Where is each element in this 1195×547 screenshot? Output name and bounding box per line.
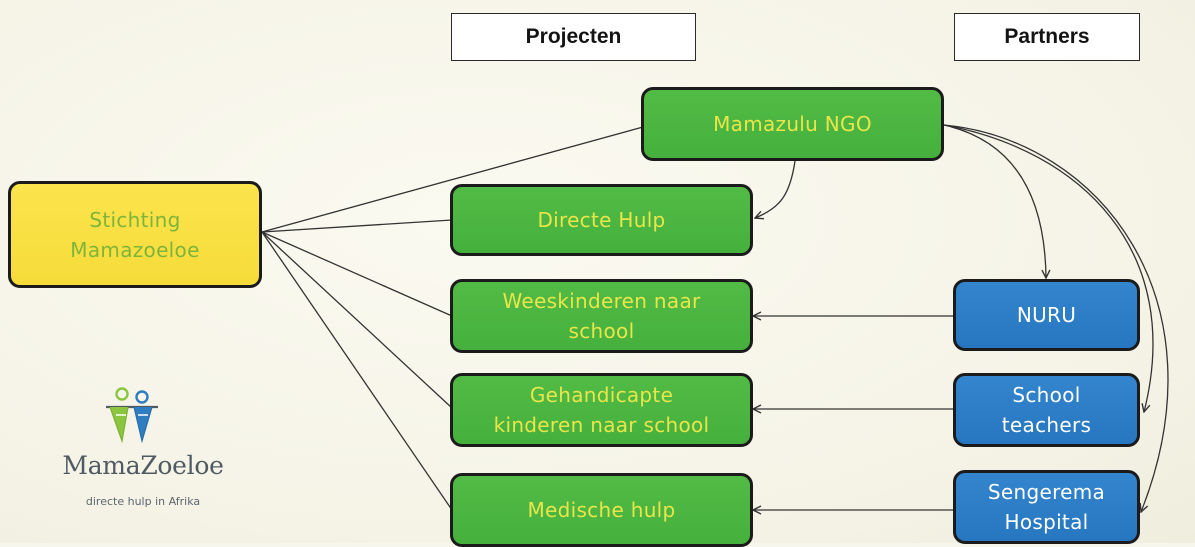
node-stichting-label: Stichting Mamazoeloe	[70, 207, 200, 262]
node-directe-hulp-label: Directe Hulp	[537, 208, 666, 232]
node-mamazulu-ngo-label: Mamazulu NGO	[713, 112, 872, 136]
arrow-ngo-school-teachers	[943, 124, 1154, 412]
two-figures-logo-icon	[106, 387, 158, 444]
node-sengerema-hospital: Sengerema Hospital	[953, 470, 1140, 544]
node-stichting-mamazoeloe: Stichting Mamazoeloe	[8, 181, 262, 288]
connector-stichting-medische-hulp	[261, 231, 453, 511]
mamazoeloe-logo: MamaZoeloe directe hulp in Afrika	[48, 385, 238, 515]
connector-stichting-directe-hulp	[261, 219, 453, 233]
connector-stichting-weeskinderen	[261, 231, 453, 317]
logo-name: MamaZoeloe	[62, 451, 224, 480]
partners-header: Partners	[954, 13, 1140, 61]
node-sengerema-label: Sengerema Hospital	[987, 480, 1106, 534]
node-nuru-label: NURU	[1016, 303, 1077, 327]
arrow-ngo-nuru	[943, 124, 1046, 278]
projects-header: Projecten	[451, 13, 696, 61]
projects-header-label: Projecten	[525, 25, 622, 48]
node-school-teachers: School teachers	[953, 373, 1140, 447]
logo-tagline: directe hulp in Afrika	[85, 495, 201, 508]
partners-header-label: Partners	[1004, 25, 1090, 48]
node-directe-hulp: Directe Hulp	[450, 184, 753, 256]
node-mamazulu-ngo: Mamazulu NGO	[641, 87, 944, 161]
connector-stichting-gehandicapte	[261, 231, 453, 409]
node-weeskinderen: Weeskinderen naar school	[450, 279, 753, 353]
node-weeskinderen-label: Weeskinderen naar school	[502, 289, 701, 343]
node-medische-hulp-label: Medische hulp	[527, 498, 676, 522]
node-school-teachers-label: School teachers	[1001, 383, 1092, 437]
node-medische-hulp: Medische hulp	[450, 473, 753, 547]
node-gehandicapte-label: Gehandicapte kinderen naar school	[493, 383, 710, 437]
node-gehandicapte: Gehandicapte kinderen naar school	[450, 373, 753, 447]
arrow-ngo-directe-hulp	[755, 160, 796, 218]
node-nuru: NURU	[953, 279, 1140, 351]
